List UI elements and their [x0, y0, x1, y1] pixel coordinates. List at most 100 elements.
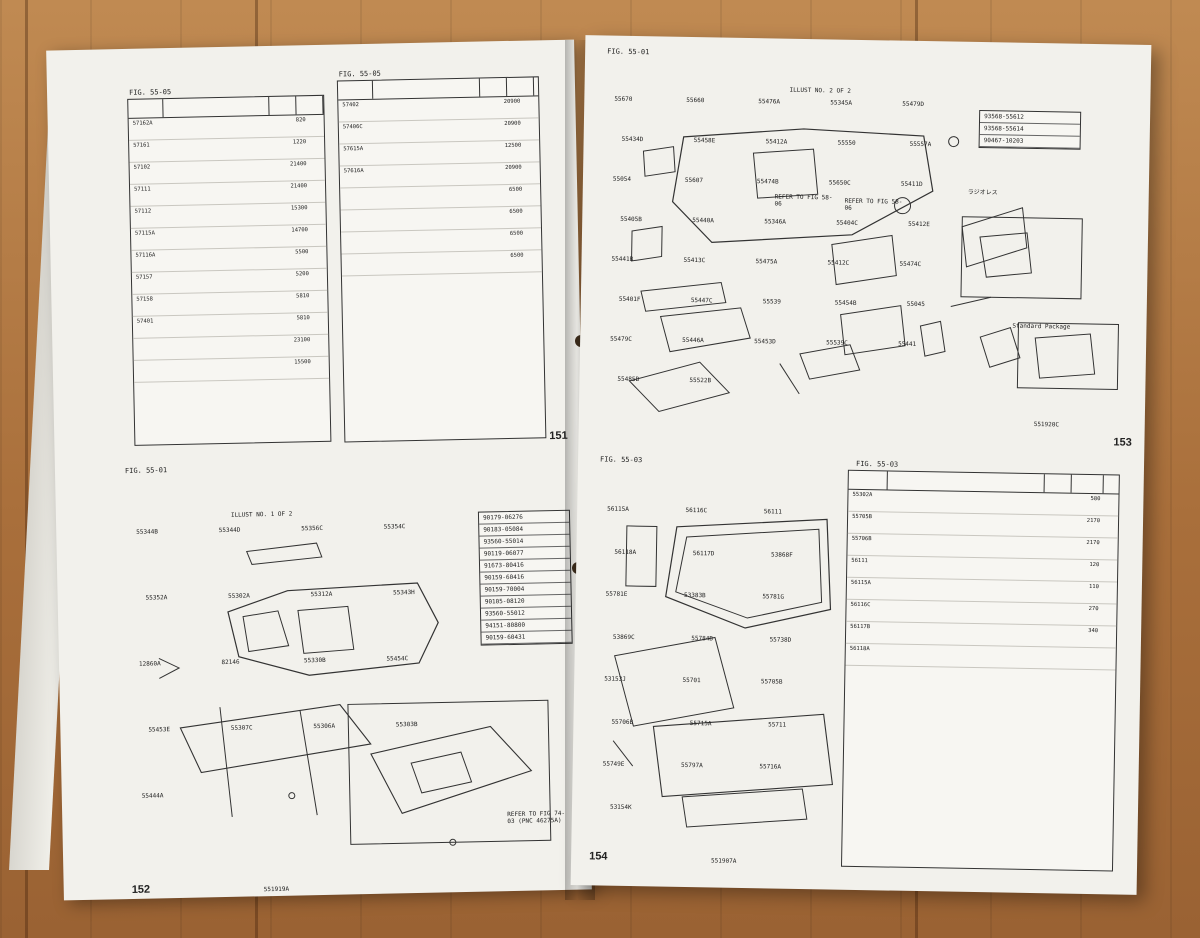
part-number: 56111: [851, 557, 868, 565]
part-label: 55479C: [610, 335, 632, 343]
windshield-cowl-illustration: [612, 518, 834, 828]
part-label: 55607: [684, 176, 704, 185]
part-label: 55345A: [830, 99, 853, 107]
part-label: 55705B: [760, 678, 783, 686]
part-label: 55302A: [228, 592, 250, 600]
part-label: 53869C: [612, 633, 635, 641]
quantity-value: 6500: [510, 252, 524, 259]
part-label: 55797A: [680, 761, 703, 770]
part-label: 82146: [221, 658, 240, 667]
part-label: 55660: [686, 96, 705, 105]
standard-package-label: Standard Package: [1012, 322, 1071, 331]
drawing-code: 551907A: [711, 857, 737, 865]
fig-title: FIG. 55-05: [128, 88, 172, 97]
part-label: 55343H: [393, 589, 415, 597]
part-number: 57402: [342, 102, 359, 109]
part-number: 57616A: [343, 168, 364, 175]
part-number: 57112: [134, 208, 152, 215]
part-label: 53153J: [604, 675, 626, 683]
part-label: 55453D: [754, 338, 776, 346]
part-label: 55411D: [900, 180, 923, 189]
radio-less-label: ラジオレス: [967, 188, 998, 197]
quantity-value: 20900: [504, 120, 521, 128]
part-number: 57157: [135, 274, 153, 281]
part-label: 55346A: [764, 218, 786, 226]
quantity-value: 12500: [504, 142, 522, 150]
part-label: 55784B: [691, 634, 714, 642]
part-label: 55550: [837, 139, 856, 147]
part-number: 55706B: [851, 535, 872, 543]
part-number: 57401: [136, 318, 154, 325]
table-row: 56118A: [845, 643, 1116, 671]
quantity-value: 21400: [290, 183, 308, 190]
part-number: 57406C: [342, 124, 363, 131]
quantity-value: 5200: [295, 271, 309, 278]
part-label: 56111: [763, 508, 782, 516]
part-label: 55413C: [683, 256, 706, 265]
part-label: 55444A: [141, 792, 164, 800]
part-label: 55454C: [386, 655, 409, 663]
part-label: 55474C: [899, 260, 922, 269]
part-label: 56115A: [607, 505, 629, 513]
page-number: 153: [1113, 436, 1132, 449]
instrument-panel-illustration: [628, 128, 1120, 413]
part-number: 56117B: [850, 623, 871, 631]
part-label: 55401F: [618, 295, 641, 304]
part-label: 55539: [762, 298, 781, 306]
drawing-code: 551919A: [263, 885, 290, 894]
part-label: 55441: [898, 340, 917, 348]
part-label: 55446A: [682, 336, 704, 345]
quantity-value: 20900: [505, 164, 522, 172]
quantity-value: 5810: [296, 293, 310, 300]
part-label: 53154K: [609, 803, 632, 811]
part-number: 57162A: [132, 120, 153, 127]
part-label: 55485B: [617, 375, 640, 384]
fig-title: FIG. 55-01: [607, 47, 650, 57]
dashboard-assembly-illustration: [158, 542, 552, 846]
quantity-value: 21400: [289, 161, 307, 168]
part-label: 55781E: [605, 590, 628, 598]
fig-title: FIG. 55-03: [855, 459, 899, 469]
part-label: 55440A: [692, 217, 714, 225]
part-number: 57615A: [343, 146, 364, 153]
part-label: 55344D: [218, 526, 241, 535]
quantity-value: 23100: [293, 337, 311, 344]
fig-title: FIG. 55-03: [599, 455, 643, 465]
part-label: 55412C: [827, 259, 850, 267]
part-label: 55475A: [755, 258, 778, 266]
page-number: 154: [589, 850, 608, 863]
right-page: FIG. 55-01 ILLUST NO. 2 OF 2 93568-55612…: [570, 35, 1152, 895]
part-number: 55705B: [852, 513, 873, 521]
part-label: 53868F: [771, 550, 793, 559]
part-label: 55522B: [689, 376, 712, 385]
part-label: 55454B: [834, 299, 857, 307]
quantity-value: 820: [295, 117, 306, 124]
part-label: 55306A: [313, 722, 336, 731]
refer-note: REFER TO FIG 58-06: [774, 193, 833, 208]
part-label: 55650C: [828, 179, 851, 187]
part-number: 56118A: [849, 645, 870, 653]
quantity-value: 14700: [291, 227, 309, 234]
part-label: 55330B: [303, 656, 326, 665]
part-label: 55405B: [620, 215, 642, 224]
part-number: 57111: [134, 186, 151, 193]
fig-title: FIG. 55-01: [124, 466, 168, 476]
quantity-value: 15300: [290, 205, 308, 212]
part-number: 57115A: [134, 230, 155, 237]
refer-note: REFER TO FIG 74-03 (PNC 46275A): [507, 809, 566, 826]
part-label: 55307C: [230, 724, 253, 732]
part-number: 56116C: [850, 601, 871, 609]
part-label: 55476A: [758, 98, 781, 106]
part-label: 55344B: [136, 528, 159, 536]
part-label: 55701: [682, 676, 701, 685]
part-label: 55404C: [836, 219, 858, 227]
quantity-value: 6500: [509, 208, 523, 215]
part-number: 57161: [133, 142, 150, 149]
part-label: 55447C: [690, 297, 713, 305]
part-label: 55479D: [902, 100, 925, 109]
